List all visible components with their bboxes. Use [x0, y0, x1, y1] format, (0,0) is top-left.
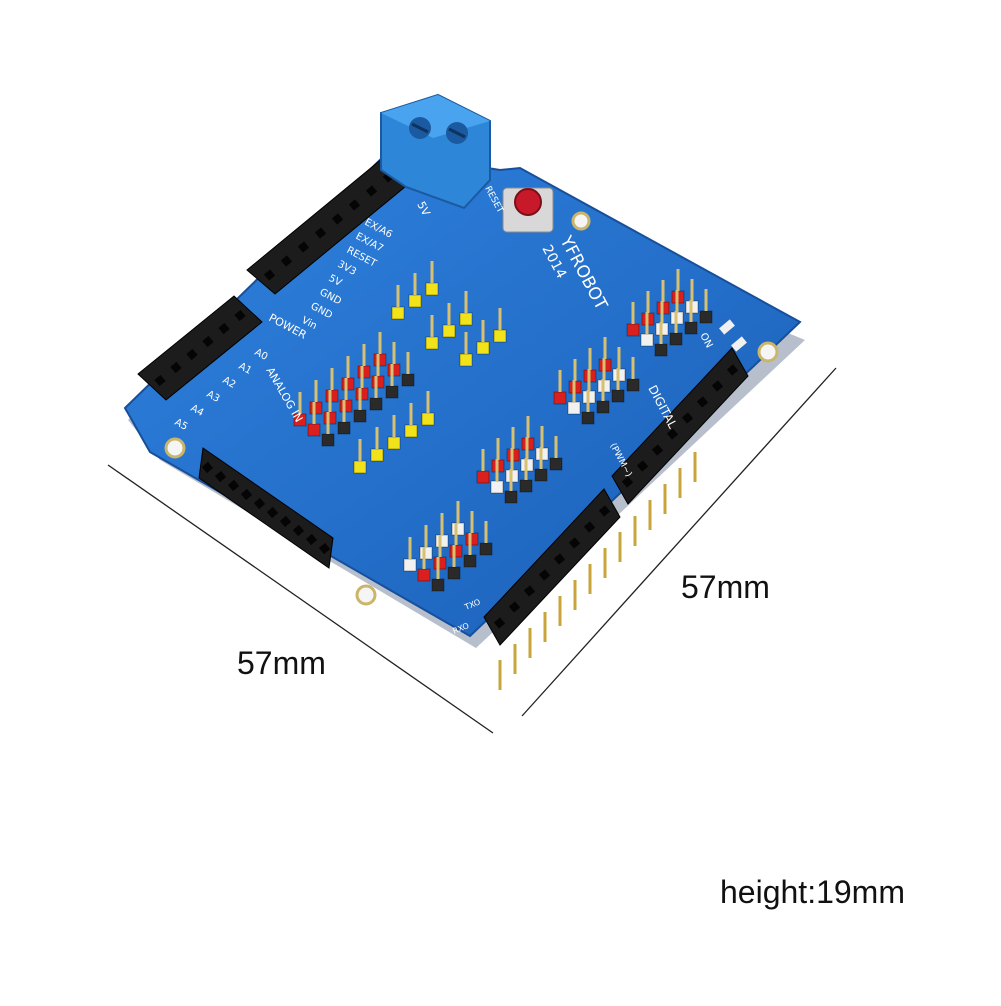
header-power [246, 157, 412, 295]
analog-pin-label: A5 [173, 417, 190, 433]
header-pins-below [498, 452, 697, 690]
analog-pin-label: A2 [221, 375, 238, 391]
analog-pin-label: A0 [253, 347, 270, 363]
depth-dimension-label: 57mm [681, 569, 770, 605]
analog-pin-label: A1 [237, 361, 254, 377]
width-dimension-label: 57mm [237, 645, 326, 681]
screw-terminal [380, 93, 491, 210]
mounting-hole [164, 437, 186, 459]
reset-button [502, 187, 554, 233]
header-digital-low [483, 488, 621, 646]
analog-pin-label: A4 [189, 403, 206, 419]
servo-pin-headers [293, 261, 713, 592]
header-digital-high [611, 347, 749, 505]
mounting-hole [757, 341, 779, 363]
terminal-label: 5V [414, 199, 433, 218]
status-leds [719, 319, 747, 352]
header-analog [137, 295, 263, 401]
height-dimension-label: height:19mm [720, 874, 905, 910]
dimension-line-left [107, 464, 494, 734]
dimension-line-right [521, 367, 837, 717]
mounting-hole [571, 211, 591, 231]
mounting-hole [355, 584, 377, 606]
header-bottom [198, 447, 334, 569]
analog-pin-label: A3 [205, 389, 222, 405]
